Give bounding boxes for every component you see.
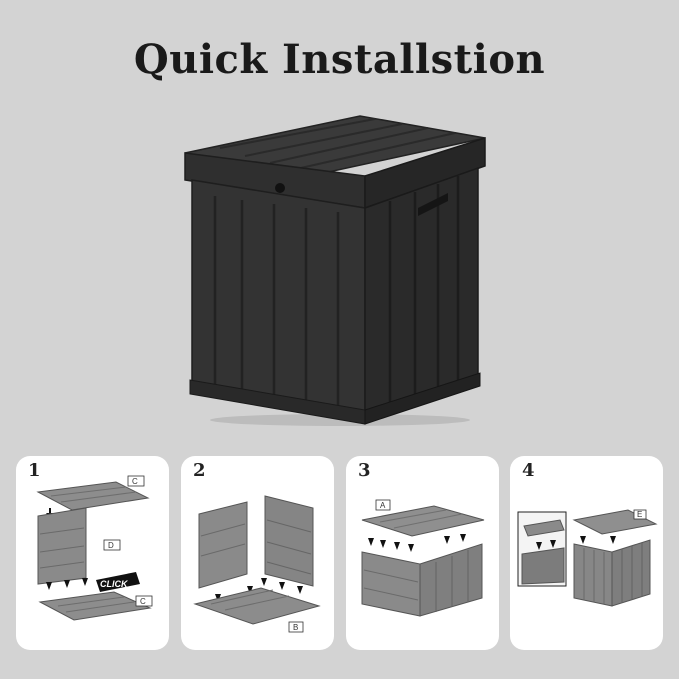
step-4-illustration: E — [517, 509, 658, 607]
step-number: 4 — [522, 460, 535, 481]
step-card-1: CLICK C D C 1 — [16, 456, 169, 650]
step-number: 3 — [358, 460, 371, 481]
click-label: CLICK — [100, 579, 129, 589]
step-number: 1 — [28, 460, 41, 481]
step-1-illustration: CLICK C D C — [36, 475, 153, 621]
step-3-illustration: A — [361, 499, 485, 617]
step-2-illustration: B — [193, 495, 321, 633]
step-card-3: A 3 — [346, 456, 499, 650]
part-label-c-top: C — [132, 477, 138, 486]
part-label-b: B — [293, 623, 298, 632]
part-label-d: D — [108, 541, 114, 550]
part-label-a: A — [380, 501, 386, 510]
step-card-4: E 4 — [510, 456, 663, 650]
storage-box-image — [184, 115, 486, 426]
step-number: 2 — [193, 460, 206, 481]
step-card-2: B 2 — [181, 456, 334, 650]
page-title: Quick Installstion — [133, 36, 546, 83]
part-label-c-bottom: C — [140, 597, 146, 606]
part-label-e: E — [637, 510, 642, 519]
